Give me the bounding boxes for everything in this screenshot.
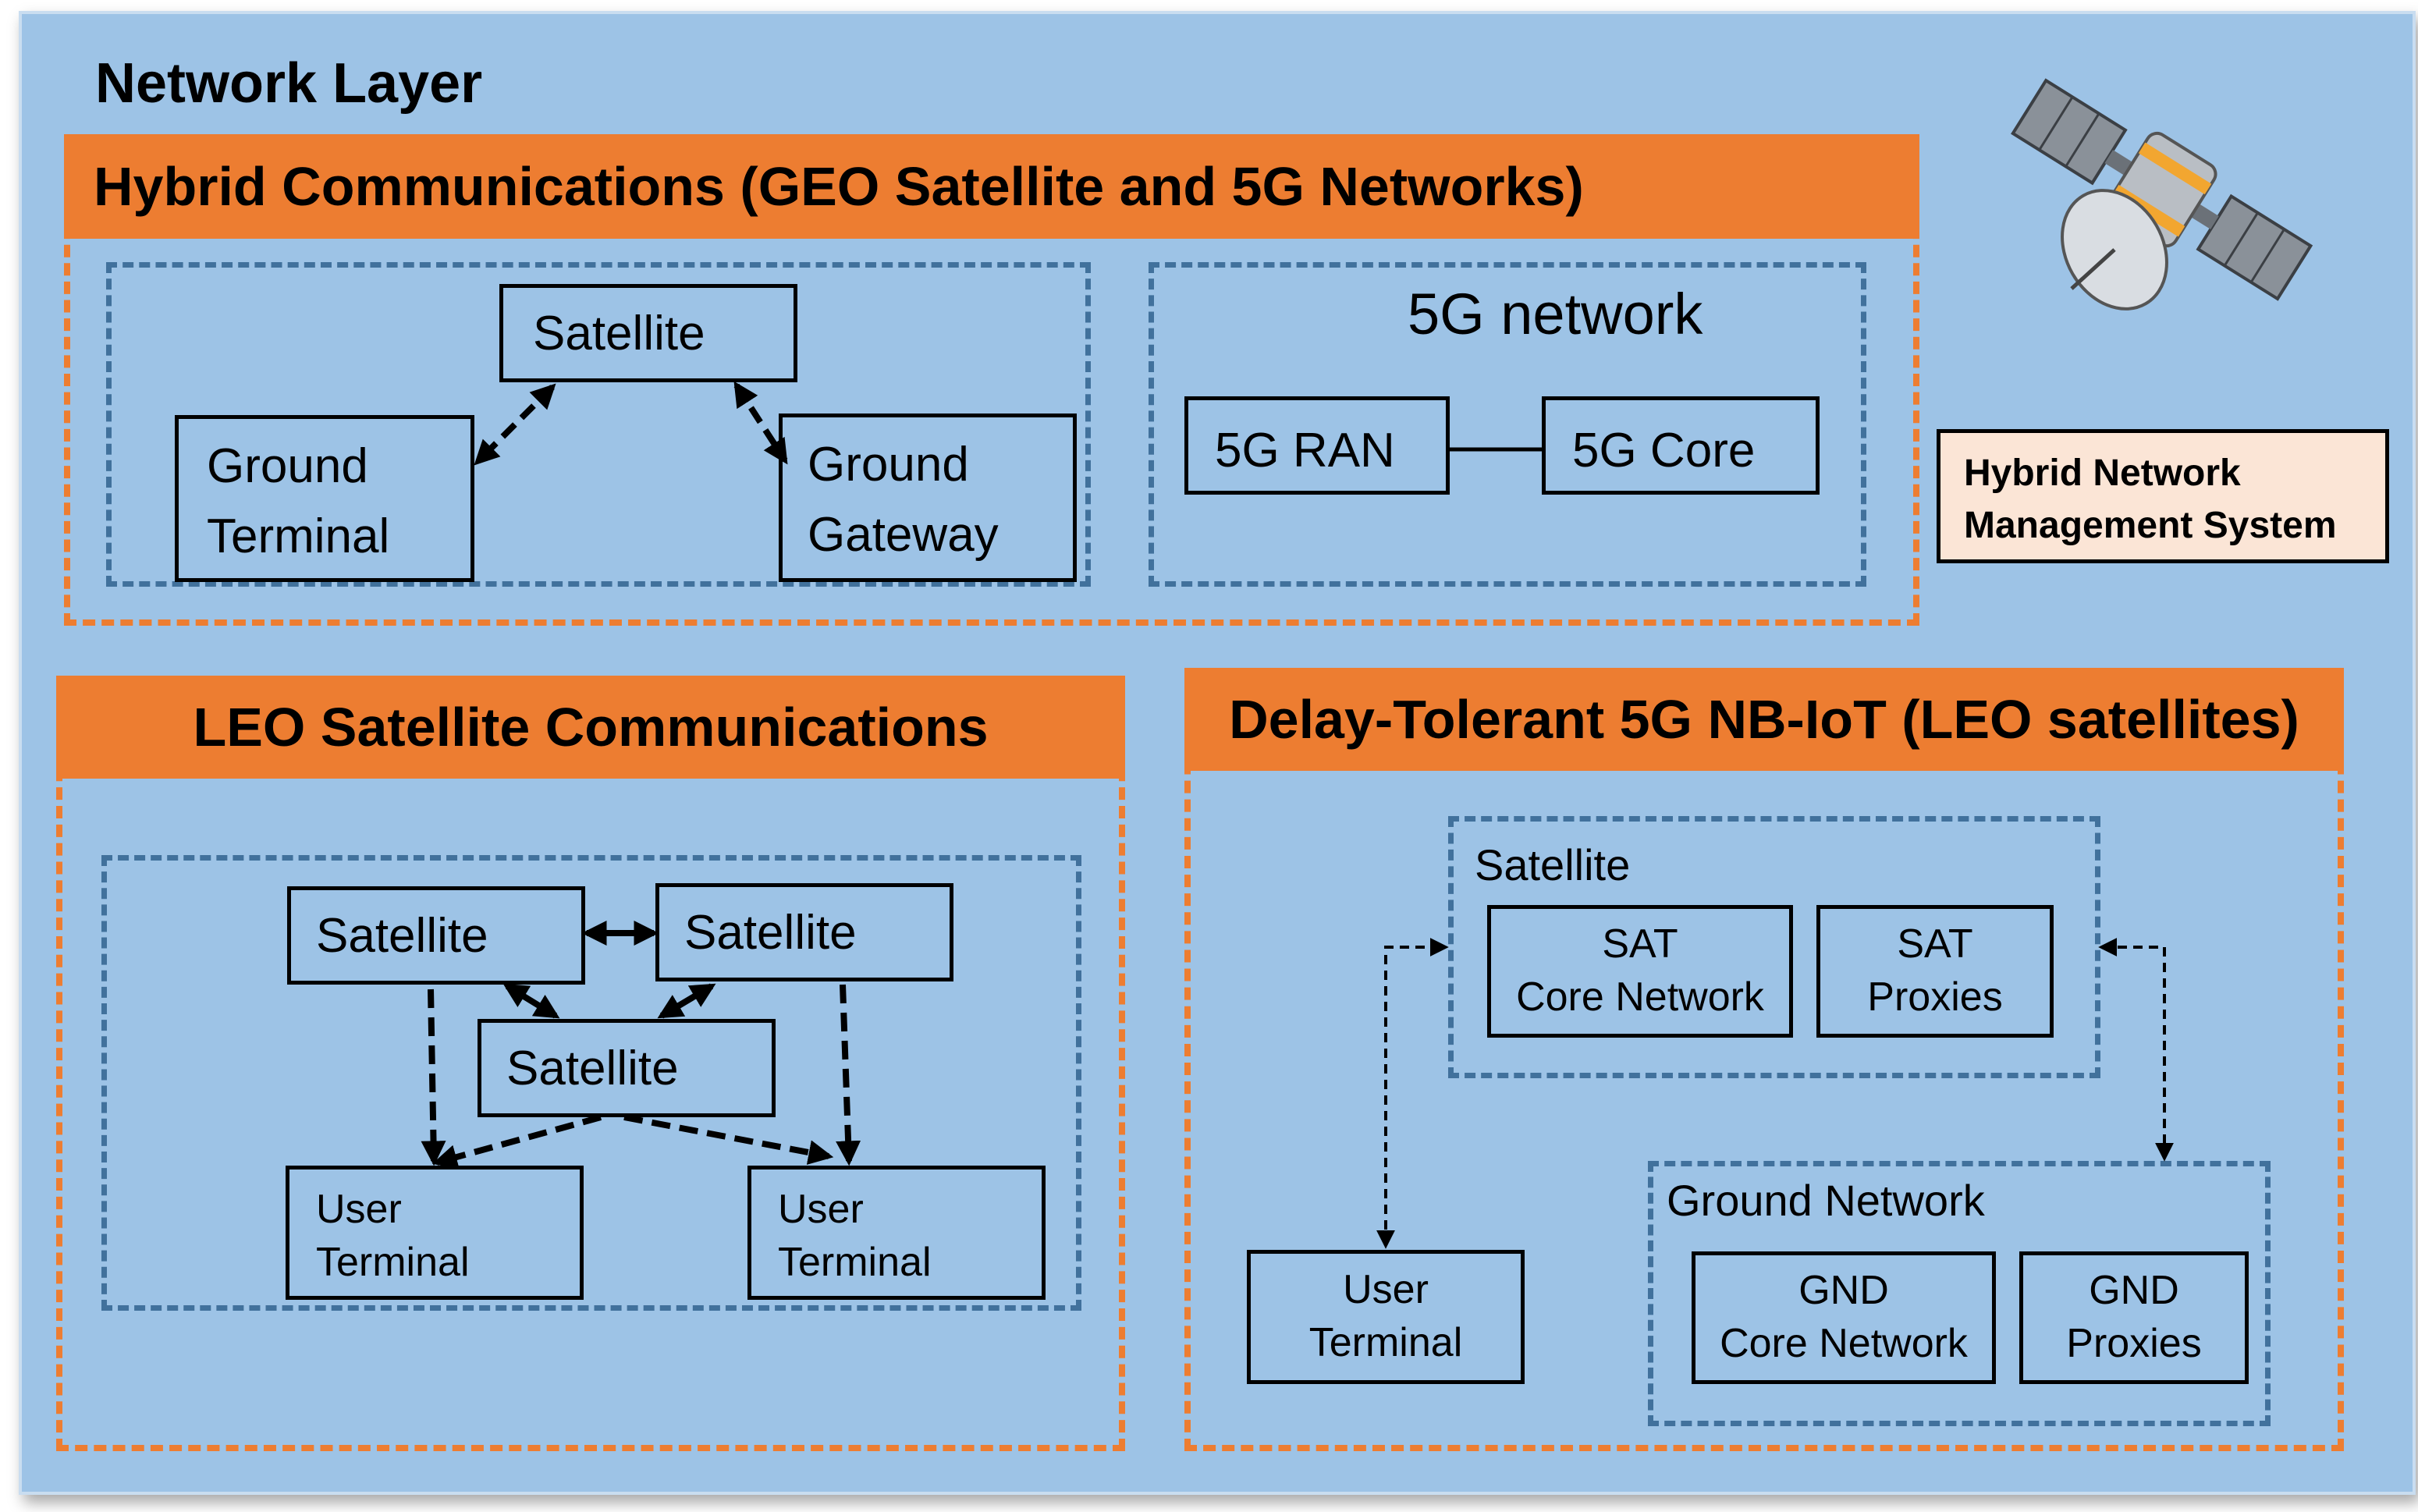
leo-user-terminal-2: User Terminal: [747, 1166, 1046, 1300]
hybrid-communications-header: Hybrid Communications (GEO Satellite and…: [64, 134, 1919, 239]
ground-network-group-label: Ground Network: [1667, 1176, 1985, 1225]
geo-satellite-box: Satellite: [499, 284, 797, 382]
geo-satellite-group: [106, 262, 1091, 587]
leo-satellite-box-1: Satellite: [287, 886, 585, 985]
5g-network-title: 5G network: [1408, 282, 1703, 346]
gnd-proxies-box: GND Proxies: [2019, 1251, 2249, 1384]
ground-gateway-box: Ground Gateway: [779, 413, 1077, 582]
gnd-core-network-box: GND Core Network: [1692, 1251, 1996, 1384]
dtn-satellite-group-label: Satellite: [1475, 840, 1631, 889]
leo-satellite-box-3: Satellite: [478, 1019, 776, 1117]
leo-user-terminal-1: User Terminal: [286, 1166, 584, 1300]
leo-group: [101, 855, 1081, 1311]
5g-ran-box: 5G RAN: [1184, 396, 1450, 495]
sat-core-network-box: SAT Core Network: [1487, 905, 1793, 1038]
5g-core-box: 5G Core: [1542, 396, 1820, 495]
ground-terminal-box: Ground Terminal: [175, 415, 474, 582]
delay-tolerant-header: Delay-Tolerant 5G NB-IoT (LEO satellites…: [1184, 668, 2344, 771]
leo-satellite-header: LEO Satellite Communications: [56, 676, 1125, 779]
hybrid-network-management-system: Hybrid Network Management System: [1937, 429, 2389, 563]
5g-network-group: [1149, 262, 1866, 587]
leo-satellite-box-2: Satellite: [655, 883, 953, 981]
satellite-icon: [2011, 78, 2313, 311]
dtn-satellite-group: [1448, 816, 2100, 1078]
sat-proxies-box: SAT Proxies: [1816, 905, 2054, 1038]
ground-network-group: [1648, 1161, 2271, 1426]
page-title: Network Layer: [95, 52, 483, 115]
dtn-user-terminal-box: User Terminal: [1247, 1250, 1525, 1384]
